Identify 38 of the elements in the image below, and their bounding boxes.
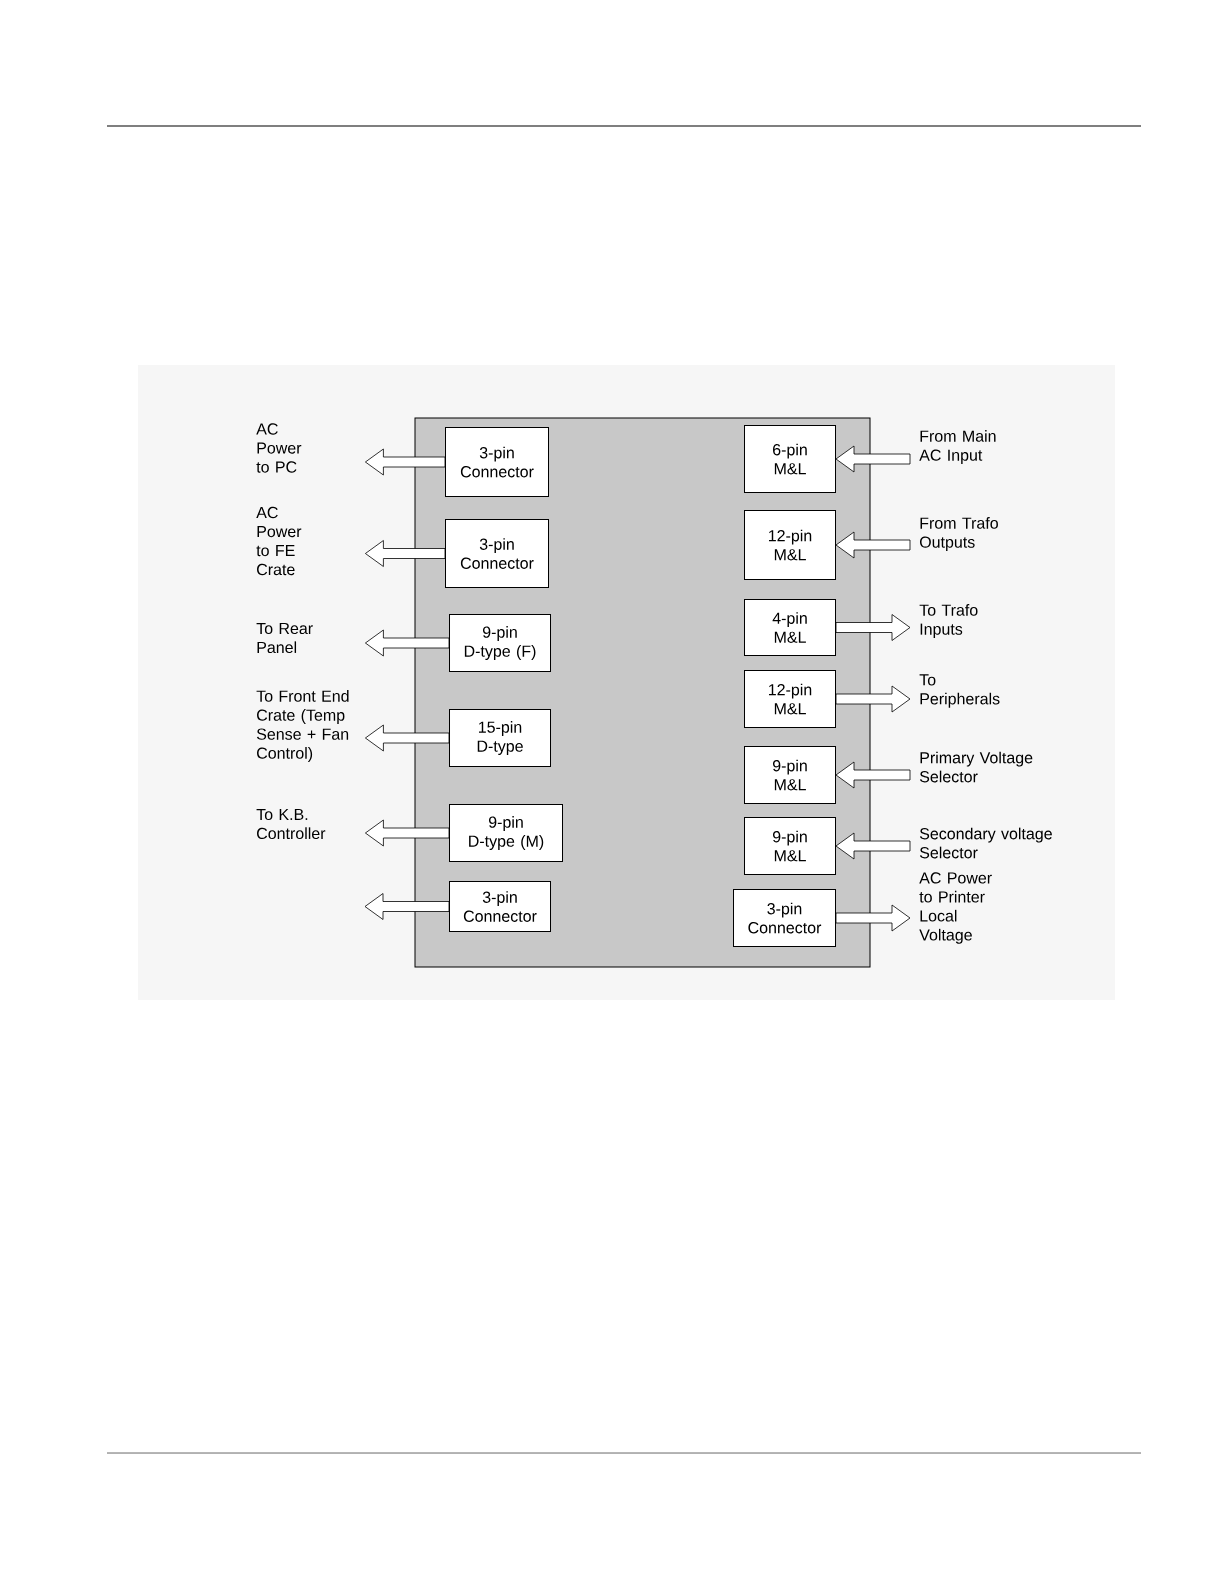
signal-label: From Main AC Input (919, 430, 996, 464)
block-arrow (365, 724, 450, 752)
connector-box: 3-pin Connector (733, 889, 836, 947)
connector-box: 9-pin M&L (744, 746, 836, 804)
connector-box: 3-pin Connector (445, 519, 549, 588)
signal-label: To K.B. Controller (256, 808, 326, 840)
signal-label: To Front End Crate (Temp Sense + Fan Control) (256, 690, 349, 762)
signal-label: AC Power to Printer Local Voltage (919, 872, 992, 944)
connector-box: 15-pin D-type (449, 709, 551, 767)
block-arrow (365, 819, 450, 847)
block-arrow (835, 531, 911, 559)
block-arrow (364, 893, 450, 920)
connector-box: 9-pin M&L (744, 817, 836, 875)
signal-label: To Trafo Inputs (919, 604, 978, 638)
signal-label: AC Power to PC (256, 423, 302, 473)
connector-box: 3-pin Connector (445, 427, 549, 497)
block-arrow (835, 904, 911, 932)
signal-label: To Rear Panel (256, 622, 313, 654)
signal-label: From Trafo Outputs (919, 517, 998, 551)
connector-box: 12-pin M&L (744, 510, 836, 580)
signal-label: To Peripherals (919, 674, 1000, 708)
connector-box: 9-pin D-type (F) (449, 614, 551, 672)
block-arrow (835, 832, 911, 860)
block-arrow (365, 448, 446, 476)
block-arrow (835, 614, 911, 641)
connector-box: 4-pin M&L (744, 599, 836, 656)
signal-label: Primary Voltage Selector (919, 751, 1033, 783)
connector-box: 12-pin M&L (744, 670, 836, 728)
block-arrow (365, 540, 446, 567)
signal-label: AC Power to FE Crate (256, 506, 302, 576)
block-arrow (835, 445, 911, 473)
connector-box: 9-pin D-type (M) (449, 804, 563, 862)
block-arrow (365, 629, 450, 657)
block-arrow (835, 685, 911, 713)
connector-box: 6-pin M&L (744, 425, 836, 493)
signal-label: Secondary voltage Selector (919, 827, 1052, 859)
connector-box: 3-pin Connector (449, 881, 551, 932)
block-arrow (835, 761, 911, 789)
